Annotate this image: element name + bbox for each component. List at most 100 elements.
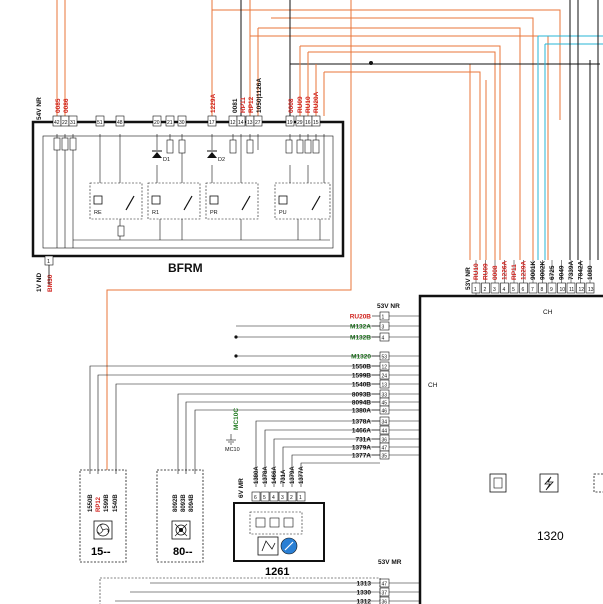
ch-title-side: CH [428, 382, 438, 389]
power-icon [539, 473, 559, 493]
bfrm-pin-number: 27 [255, 120, 261, 126]
ch-top-wire-label: 6725 [549, 265, 556, 280]
relay-pr-label: PR [210, 210, 218, 216]
relay-re-frame [89, 182, 143, 220]
ch-top-wire-label: 9001K [530, 261, 537, 280]
bfrm-pin-number: 42 [54, 120, 60, 126]
ch-row-label: M132B [350, 335, 371, 342]
bfrm-pin [95, 115, 105, 127]
ch-pin-number: 33 [382, 393, 388, 399]
sensor-icon [257, 536, 279, 556]
bfrm-top-wire-label: 1050|1126A [256, 78, 263, 113]
bfrm-pin-number: 22 [62, 120, 68, 126]
sensor-name: 1261 [265, 566, 289, 578]
sensor-pin [278, 491, 288, 502]
bfrm-pin-number: 21 [167, 120, 173, 126]
ch-row-label: 8093B [352, 392, 371, 399]
bfrm-pin-number: 51 [97, 120, 103, 126]
bfrm-top-wire-label: RU20A [313, 91, 320, 113]
ch-pin-number: 44 [382, 429, 388, 435]
bfrm-pin [207, 115, 217, 127]
bfrm-pin [68, 115, 78, 127]
ch-pin-number: 45 [382, 401, 388, 407]
ch-row-label: 1377A [352, 453, 371, 460]
ch-top-pin-number: 12 [579, 287, 585, 293]
fan-icon [96, 523, 110, 537]
ch-top-pin-number: 13 [588, 287, 594, 293]
mc10-wire: MC10C [233, 408, 240, 430]
bfrm-top-wire-label: 0085 [55, 98, 62, 113]
pump-wire-label: 8093B [181, 494, 187, 512]
ch-top-wire-label: 7339A [568, 261, 575, 280]
bfrm-top-wire-label: 1229A [210, 94, 217, 113]
sensor-wire-label: 1377A [299, 466, 305, 484]
bfrm-top-wire-label: 0086 [63, 98, 70, 113]
sensor-wire-label: 1466A [272, 466, 278, 484]
sensor-wire-label: 731A [281, 469, 287, 484]
relay-pu-label: PU [279, 210, 287, 216]
sensor-pin-number: 3 [281, 495, 284, 501]
ch-top-pin-number: 3 [493, 287, 496, 293]
ch-top-wire-label: 1226A [502, 261, 509, 280]
fan-component: 15-- [79, 469, 127, 563]
label-d2: D2 [218, 157, 225, 163]
sensor-pin-number: 2 [290, 495, 293, 501]
fan-name: 15-- [91, 546, 111, 558]
ch-row-label: 1550B [352, 364, 371, 371]
bfrm-top-wire-label: 0008 [288, 98, 295, 113]
diode-d1 [152, 150, 162, 158]
pump-name: 80-- [173, 546, 193, 558]
bfrm-connector-bottom: 1V ND [36, 273, 43, 292]
ch-pin-number: 46 [382, 409, 388, 415]
bfrm-pin-number: 19 [287, 120, 293, 126]
sensor-connector: 6V MR [238, 478, 245, 498]
bfrm-pin-number: 14 [238, 120, 244, 126]
label-d1: D1 [163, 157, 170, 163]
bfrm-connector-top: 54V NR [36, 97, 43, 120]
sensor-wire-label: 1378A [263, 466, 269, 484]
sensor-pin [251, 491, 261, 502]
ch-top-wire-label: 1080 [587, 265, 594, 280]
ch-bottom-row-label: 1330 [357, 590, 372, 597]
ch-pin-number: 24 [382, 374, 388, 380]
ch-row-label: 8094B [352, 400, 371, 407]
fan-wire-label: 1599B [104, 494, 110, 512]
ch-top-wire-label: 7842A [578, 261, 585, 280]
ch-row-label: 1380A [352, 408, 371, 415]
relay-pr-frame [205, 182, 259, 220]
fan-wire-label: RP12 [96, 496, 102, 512]
component-wiring [89, 365, 380, 487]
ch-top-pin-number: 7 [531, 287, 534, 293]
ch-pin-number: 12 [382, 365, 388, 371]
svg-text:1: 1 [47, 259, 50, 265]
ch-top-pin-number: 11 [569, 287, 574, 293]
ch-top-pin-number: 1 [474, 287, 477, 293]
bfrm-pin-number: 48 [117, 120, 123, 126]
ch-number: 1320 [537, 529, 564, 543]
ch-pin-rows: 1RU20B3M132A4M132B53M1320121550B241599B1… [350, 311, 420, 460]
ch-pin-number: 35 [382, 454, 388, 460]
bottom-component-frame [99, 577, 381, 604]
ch-bottom-pin-number: 36 [382, 600, 388, 604]
ch-top-pin-number: 9 [550, 287, 553, 293]
sensor-pin-number: 6 [254, 495, 257, 501]
top-wire-bundle [56, 0, 603, 260]
sensor-pin [296, 491, 306, 502]
bfrm-pin [253, 115, 263, 127]
ch-top-wire-label: RU09 [483, 263, 490, 280]
bfrm-pin-number: 16 [305, 120, 311, 126]
ch-top-connector: 1RU102RU093000841226A5RP1161229A79001K89… [471, 260, 595, 296]
mc10-ground: MC10C MC10 [225, 408, 240, 453]
bfrm-pin [311, 115, 321, 127]
ch-top-wire-label: 9002K [540, 261, 547, 280]
pump-icon [174, 523, 188, 537]
bfrm-top-wire-label: RU09 [297, 96, 304, 113]
ch-connector-left: 53V NR [377, 303, 400, 310]
ch-pin-number: 34 [382, 420, 388, 426]
bfrm-pin-number: 13 [247, 120, 253, 126]
